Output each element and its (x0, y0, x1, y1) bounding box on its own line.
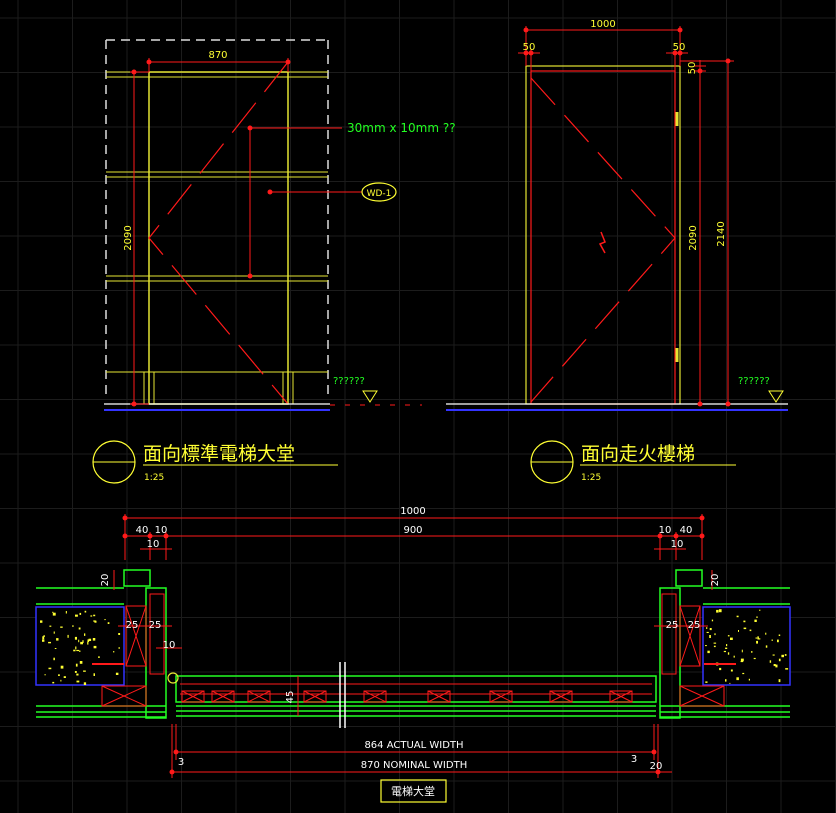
door-handle (598, 231, 606, 254)
finish-note: 30mm x 10mm ?? (347, 121, 456, 135)
plan-left-offset: 3 (178, 757, 184, 768)
left-concrete (35, 606, 125, 686)
right-level-mark: ?????? (738, 376, 770, 387)
right-dims (518, 26, 734, 404)
plan-left-25a: 25 (126, 620, 139, 631)
plan-overall-dim: 1000 (400, 506, 425, 517)
right-outer-height-dim: 2140 (716, 221, 727, 246)
right-dim-ticks (523, 27, 731, 407)
plan-top-ticks (122, 515, 705, 539)
tag-bubble (361, 182, 397, 202)
plan-right-25b: 25 (688, 620, 701, 631)
plan-right-end: 20 (650, 761, 663, 772)
left-view-scale: 1:25 (144, 473, 164, 483)
right-width-dim: 1000 (590, 19, 615, 30)
right-left-frame-dim: 50 (523, 42, 536, 53)
section-label-box (380, 779, 447, 803)
door-core-blocks (181, 690, 633, 703)
plan-center-dim: 900 (403, 525, 422, 536)
left-level-mark: ?????? (333, 376, 365, 387)
plan-right-dim-1: 10 (659, 525, 672, 536)
right-top-frame-dim: 50 (687, 62, 698, 75)
left-view-title: 面向標準電梯大堂 (143, 443, 295, 465)
left-elevation: 870 2090 30mm x 10mm ?? WD-1 ?????? 面向標準… (92, 39, 456, 484)
opening-outline (105, 39, 329, 400)
left-dims (130, 58, 362, 405)
right-right-frame-dim: 50 (673, 42, 686, 53)
right-level-symbol (768, 390, 784, 403)
right-inner-height-dim: 2090 (688, 225, 699, 250)
swing-lines (148, 61, 289, 405)
plan-bottom-ticks (169, 749, 661, 775)
hinge-pin (167, 672, 179, 684)
plan-left-small: 10 (147, 539, 160, 550)
plan-section: 1000 900 40 10 10 40 10 10 (35, 506, 791, 803)
plan-left-25b: 25 (149, 620, 162, 631)
break-line (339, 662, 346, 728)
plan-actual-width: 864 ACTUAL WIDTH (364, 740, 463, 751)
plan-left-top: 20 (100, 574, 111, 587)
plan-left-gap: 10 (163, 640, 176, 651)
wall-finish-lines (36, 569, 790, 719)
plan-right-top: 20 (710, 574, 721, 587)
left-height-dim: 2090 (123, 225, 134, 250)
frame-timber (101, 593, 725, 707)
plan-left-dim-1: 40 (136, 525, 149, 536)
plan-thickness: 45 (285, 691, 296, 704)
left-level-symbol (362, 390, 378, 403)
plan-side-dims (113, 570, 713, 716)
plan-right-dim-2: 40 (680, 525, 693, 536)
left-width-dim: 870 (208, 50, 227, 61)
right-swing-lines (530, 77, 676, 403)
right-concrete (702, 606, 791, 686)
dim-ticks (131, 59, 291, 407)
concrete-hatch (40, 609, 789, 685)
section-label: 電梯大堂 (391, 784, 435, 798)
plan-right-25a: 25 (666, 620, 679, 631)
plan-right-offset: 3 (631, 754, 637, 765)
right-view-title: 面向走火樓梯 (581, 443, 695, 465)
plan-right-small: 10 (671, 539, 684, 550)
right-elevation: 1000 50 50 50 2090 2140 ?????? 面向走火樓梯 1:… (446, 19, 788, 484)
plan-nominal-width: 870 NOMINAL WIDTH (361, 760, 467, 771)
plan-left-dim-2: 10 (155, 525, 168, 536)
right-view-scale: 1:25 (581, 473, 601, 483)
door-tag: WD-1 (367, 189, 392, 199)
